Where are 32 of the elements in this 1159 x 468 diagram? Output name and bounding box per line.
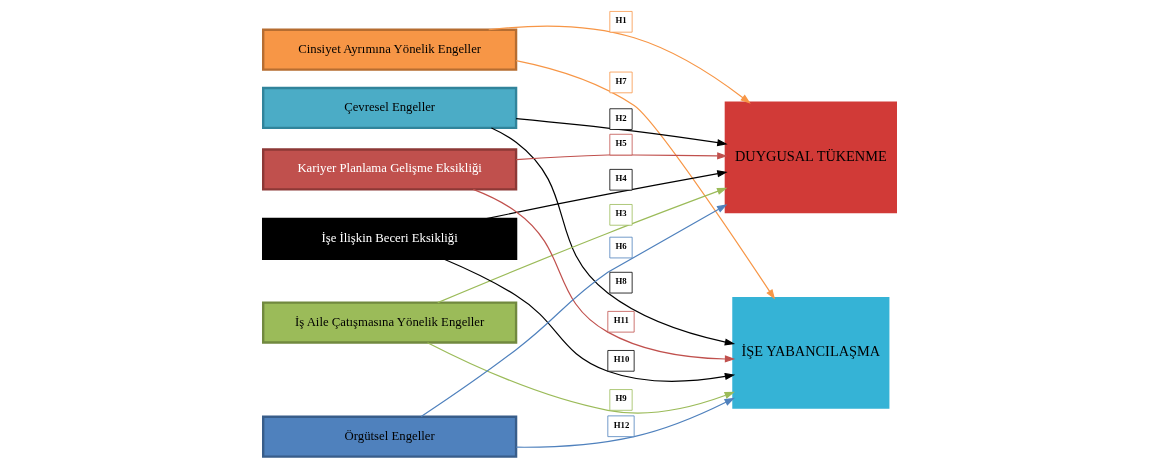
edge-label: H5	[615, 138, 627, 149]
edge-label: H1	[615, 15, 627, 26]
arrow	[442, 258, 736, 382]
arrow	[515, 152, 728, 161]
arrow	[515, 118, 728, 147]
node-box: DUYGUSAL TÜKENME	[724, 101, 897, 214]
arrow	[515, 60, 776, 300]
edge-label: H12	[613, 419, 630, 430]
node-box: İŞE YABANCILAŞMA	[732, 297, 890, 409]
edge-label: H6	[615, 241, 627, 251]
arrow	[437, 187, 728, 304]
node-box: İşe İlişkin Beceri Eksikliği	[262, 217, 518, 260]
edge-label: H9	[615, 393, 627, 404]
edge-label: H2	[615, 112, 627, 123]
edge-label: H4	[615, 173, 627, 184]
edge-label: H11	[613, 315, 629, 326]
node-box: Cinsiyet Ayrımına Yönelik Engeller	[262, 28, 518, 71]
edge-label: H7	[615, 75, 627, 86]
edge-label: H8	[615, 276, 627, 287]
arrow	[484, 170, 728, 220]
node-box: Kariyer Planlama Gelişme Eksikliği	[262, 148, 518, 191]
arrow	[488, 25, 751, 104]
node-box: Çevresel Engeller	[262, 86, 518, 130]
arrow	[490, 127, 736, 346]
arrow	[426, 342, 735, 414]
edge-label: H3	[615, 208, 627, 219]
arrow	[472, 188, 736, 363]
arrow	[420, 204, 728, 418]
arrow	[515, 397, 735, 448]
node-box: İş Aile Çatışmasına Yönelik Engeller	[262, 301, 518, 344]
edge-label: H10	[613, 354, 630, 365]
node-box: Örgütsel Engeller	[262, 415, 518, 458]
